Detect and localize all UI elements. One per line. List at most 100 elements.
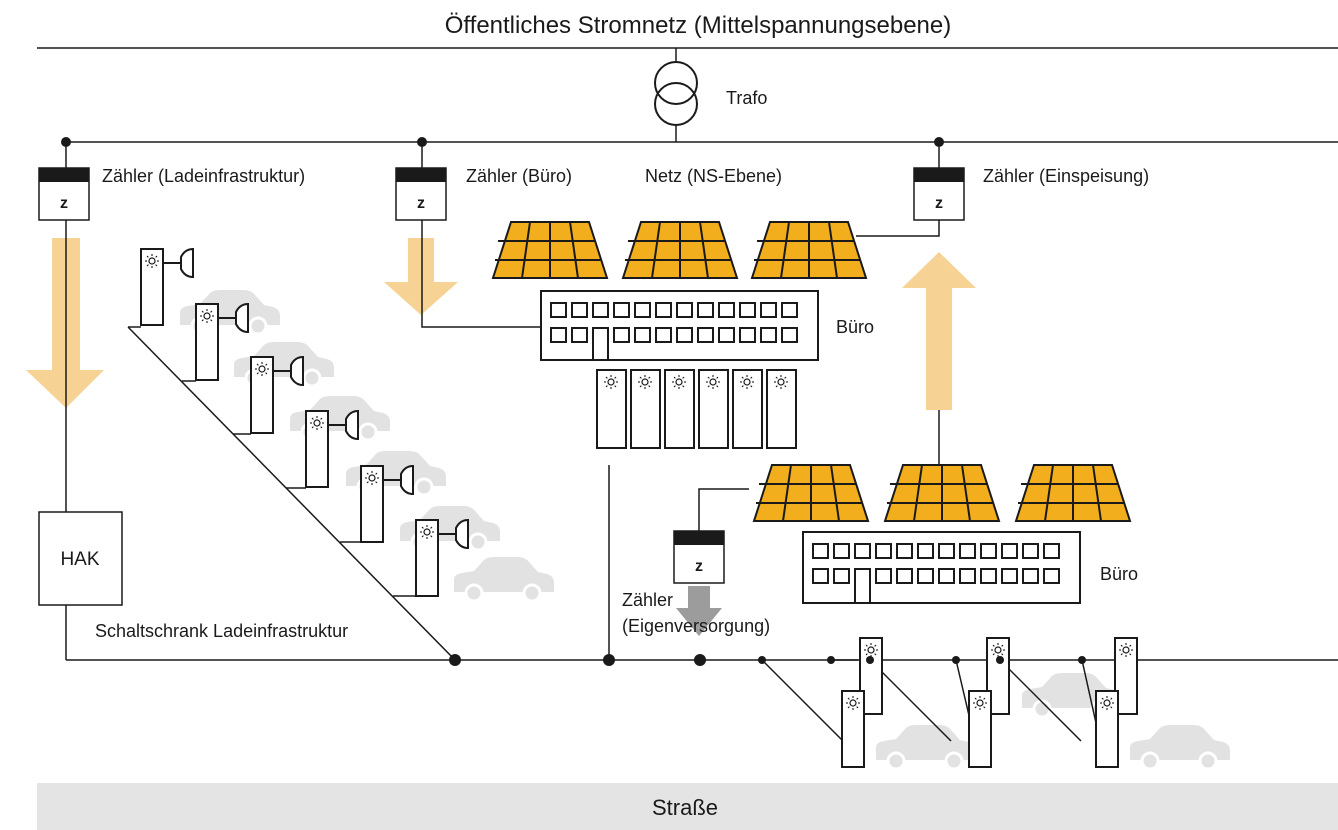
cabinet-label: Schaltschrank Ladeinfrastruktur: [95, 621, 348, 641]
window: [781, 302, 798, 318]
charging-station-icon: [664, 369, 695, 449]
junction-dot: [758, 656, 766, 664]
window: [896, 568, 913, 584]
junction-dot: [827, 656, 835, 664]
window: [655, 302, 672, 318]
meter-icon: [673, 530, 725, 584]
meter-symbol: z: [417, 195, 425, 212]
window: [781, 327, 798, 343]
window: [655, 327, 672, 343]
charging-station-icon: [251, 357, 273, 433]
meter-icon: [913, 167, 965, 221]
solar-panel-icon: [492, 221, 608, 279]
meter-icon: [38, 167, 90, 221]
charging-station-icon: [141, 249, 163, 325]
window: [718, 302, 735, 318]
meter-symbol: z: [695, 558, 703, 575]
flow-arrow-up-feed-in: [902, 252, 976, 410]
building-icon: [802, 531, 1081, 604]
charging-station-icon: [630, 369, 661, 449]
meter-self-supply-label: Zähler: [622, 590, 673, 610]
transformer-icon: [654, 48, 698, 142]
window: [980, 568, 997, 584]
charging-station-icon: [416, 520, 438, 596]
meter-office-label: Zähler (Büro): [466, 166, 572, 186]
window: [697, 327, 714, 343]
window: [571, 302, 588, 318]
charging-station-icon: [196, 304, 218, 380]
ns-network-label: Netz (NS-Ebene): [645, 166, 782, 186]
window: [1022, 568, 1039, 584]
car-icon: [874, 723, 978, 771]
flow-arrow-down-charging: [26, 238, 104, 408]
junction-dot: [952, 656, 960, 664]
window: [917, 568, 934, 584]
window: [875, 568, 892, 584]
window: [760, 302, 777, 318]
window: [676, 302, 693, 318]
hak-label: HAK: [60, 549, 99, 570]
junction-dot: [694, 654, 706, 666]
solar-panel-icon: [753, 464, 869, 522]
car-icon: [452, 555, 556, 603]
meter-symbol: z: [935, 195, 943, 212]
window: [571, 327, 588, 343]
junction-dot: [1078, 656, 1086, 664]
meter-icon: [395, 167, 447, 221]
trafo-label: Trafo: [726, 88, 767, 108]
window: [980, 543, 997, 559]
window: [634, 327, 651, 343]
window: [812, 543, 829, 559]
window: [1001, 543, 1018, 559]
window: [718, 327, 735, 343]
window: [959, 543, 976, 559]
charging-station-icon: [306, 411, 328, 487]
window: [938, 568, 955, 584]
hak-box: [38, 511, 123, 606]
window: [1001, 568, 1018, 584]
window: [613, 302, 630, 318]
charging-station-icon: [969, 691, 991, 767]
charging-group-3: [1078, 638, 1138, 767]
window: [917, 543, 934, 559]
window: [613, 327, 630, 343]
door: [854, 568, 871, 604]
door: [592, 327, 609, 361]
charging-station-icon: [1096, 691, 1118, 767]
window: [739, 327, 756, 343]
flow-arrow-down-self-supply: [676, 586, 722, 636]
building-icon: [540, 290, 819, 361]
window: [550, 302, 567, 318]
charging-group-2: [952, 638, 1082, 767]
meter-feed-in-label: Zähler (Einspeisung): [983, 166, 1149, 186]
window: [1043, 568, 1060, 584]
solar-panel-icon: [1015, 464, 1131, 522]
charging-group-1: [758, 638, 952, 767]
window: [592, 302, 609, 318]
meter-symbol: z: [60, 195, 68, 212]
window: [739, 302, 756, 318]
window: [676, 327, 693, 343]
page-title: Öffentliches Stromnetz (Mittelspannungse…: [445, 12, 952, 39]
charging-station-icon: [842, 691, 864, 767]
window: [896, 543, 913, 559]
window: [760, 327, 777, 343]
charging-station-icon: [732, 369, 763, 449]
plug-icon: [162, 248, 194, 278]
window: [833, 568, 850, 584]
street-label: Straße: [652, 795, 718, 820]
window: [550, 327, 567, 343]
office-label-bottom: Büro: [1100, 564, 1138, 584]
window: [938, 543, 955, 559]
meter-charging-label: Zähler (Ladeinfrastruktur): [102, 166, 305, 186]
flow-arrow-down-office: [384, 238, 458, 315]
solar-panel-icon: [751, 221, 867, 279]
charging-station-icon: [361, 466, 383, 542]
office-label-top: Büro: [836, 317, 874, 337]
window: [697, 302, 714, 318]
car-icon: [1128, 723, 1232, 771]
solar-panel-icon: [622, 221, 738, 279]
junction-dot: [996, 656, 1004, 664]
window: [875, 543, 892, 559]
